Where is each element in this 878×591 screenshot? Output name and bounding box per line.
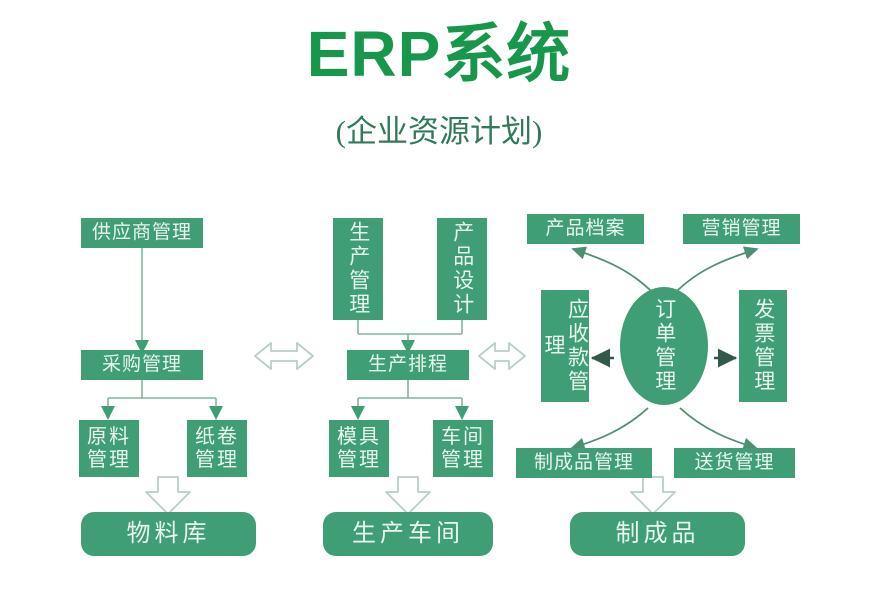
node-receivables-mgmt[interactable]: 应收款管理 [541,290,590,402]
node-mold-mgmt[interactable]: 模具 管理 [329,420,389,477]
node-production-mgmt[interactable]: 生产管理 [333,218,383,320]
node-production-workshop[interactable]: 生产车间 [323,512,493,556]
connector-scheduling-to-shopfloor [351,380,469,420]
node-product-design[interactable]: 产品设计 [437,218,487,320]
curve-order-to-finished-goods-mgmt [570,407,649,451]
page-title: ERP系统 [306,18,572,90]
double-arrow-scheduling-receivables[interactable] [478,342,526,370]
node-purchase-mgmt[interactable]: 采购管理 [81,350,203,380]
node-raw-material-mgmt[interactable]: 原料 管理 [79,420,139,477]
node-order-mgmt[interactable]: 订单管理 [620,287,708,405]
curve-order-to-marketing [675,246,759,293]
node-paper-roll-mgmt[interactable]: 纸卷 管理 [187,420,247,477]
connector-supplier-to-purchase [135,248,149,354]
node-material-warehouse[interactable]: 物料库 [81,512,256,556]
node-invoice-mgmt[interactable]: 发票管理 [739,290,787,402]
node-workshop-mgmt[interactable]: 车间 管理 [433,420,493,477]
node-product-archive[interactable]: 产品档案 [527,214,644,244]
page-subtitle: (企业资源计划) [335,114,543,149]
node-delivery-mgmt[interactable]: 送货管理 [674,448,795,478]
node-production-scheduling[interactable]: 生产排程 [347,350,469,380]
double-arrow-purchase-scheduling[interactable] [254,342,314,370]
block-arrow-to-material-warehouse [145,476,191,515]
connector-purchase-to-materials [101,380,223,420]
block-arrow-to-finished-goods [630,476,676,515]
node-supplier-mgmt[interactable]: 供应商管理 [81,218,203,248]
node-finished-goods-mgmt[interactable]: 制成品管理 [516,448,652,478]
connector-production-inputs-to-scheduling [357,320,463,354]
node-finished-goods[interactable]: 制成品 [570,512,745,556]
curve-order-to-delivery [679,407,758,451]
curve-order-to-product-archive [571,246,653,293]
node-marketing-mgmt[interactable]: 营销管理 [683,214,800,244]
block-arrow-to-production-workshop [385,476,431,515]
